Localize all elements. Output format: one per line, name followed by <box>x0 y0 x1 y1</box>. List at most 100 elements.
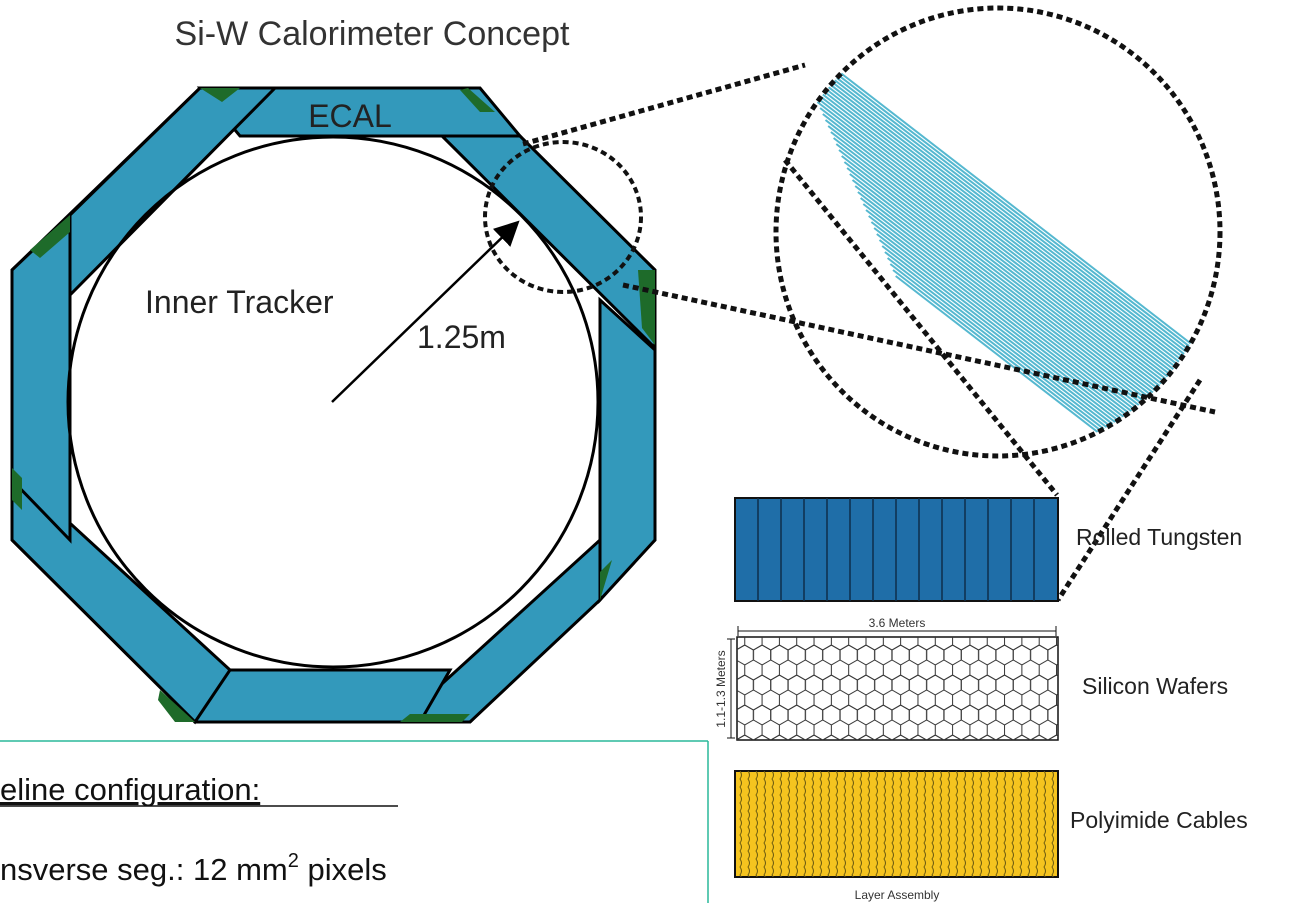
cable-wave <box>779 771 782 877</box>
tungsten-stripe <box>830 131 1220 456</box>
cable-wave <box>739 771 742 877</box>
baseline-item-suffix: pixels <box>299 852 387 887</box>
tungsten-stripe <box>851 179 1220 456</box>
cable-wave <box>819 771 822 877</box>
width-dimension <box>737 626 1057 636</box>
cable-wave <box>771 771 774 877</box>
tungsten-stripe <box>878 239 1220 456</box>
cable-wave <box>995 771 998 877</box>
baseline-item-prefix: nsverse seg.: 12 mm <box>0 852 288 887</box>
zoom-detail-ellipse <box>773 5 1223 459</box>
radius-arrow <box>331 220 520 403</box>
ecal-module-right <box>598 296 657 604</box>
cable-wave <box>1051 771 1054 877</box>
cable-wave <box>915 771 918 877</box>
tungsten-stripe <box>824 119 1220 456</box>
baseline-box <box>0 740 709 903</box>
cable-wave <box>891 771 894 877</box>
cable-wave <box>867 771 870 877</box>
cable-wave <box>1035 771 1038 877</box>
cable-wave <box>795 771 798 877</box>
cable-wave <box>827 771 830 877</box>
cable-wave <box>859 771 862 877</box>
cable-wave <box>1011 771 1014 877</box>
layer-label-silicon: Silicon Wafers <box>1082 673 1228 699</box>
baseline-item: nsverse seg.: 12 mm2 pixels <box>0 850 387 887</box>
tungsten-stripe <box>849 173 1220 456</box>
tungsten-stripe <box>803 71 1220 413</box>
assembly-caption: Layer Assembly <box>855 888 940 902</box>
layer-label-tungsten: Rolled Tungsten <box>1076 524 1242 550</box>
tungsten-stripe <box>859 197 1220 456</box>
cable-wave <box>883 771 886 877</box>
tungsten-stripe <box>846 167 1220 456</box>
tungsten-stripe <box>868 215 1220 456</box>
tungsten-stripe <box>811 89 1220 431</box>
tungsten-stripe <box>835 143 1220 456</box>
tungsten-stripe <box>832 137 1220 456</box>
cable-wave <box>811 771 814 877</box>
baseline-heading: eline configuration: <box>0 772 260 807</box>
cable-wave <box>747 771 750 877</box>
cable-wave <box>1027 771 1030 877</box>
ecal-label: ECAL <box>308 98 392 134</box>
cable-wave <box>987 771 990 877</box>
cable-block <box>734 770 1059 878</box>
diagram-title: Si-W Calorimeter Concept <box>175 15 570 53</box>
cable-wave <box>963 771 966 877</box>
tungsten-stripe <box>870 221 1220 456</box>
tungsten-stripe <box>800 65 1220 407</box>
radius-label: 1.25m <box>417 319 506 355</box>
cable-wave <box>835 771 838 877</box>
cable-wave <box>851 771 854 877</box>
tungsten-stripe <box>792 47 1220 389</box>
cable-wave <box>787 771 790 877</box>
cable-wave <box>1043 771 1046 877</box>
tungsten-stripe <box>854 185 1220 456</box>
inner-tracker-label: Inner Tracker <box>145 284 334 320</box>
baseline-item-superscript: 2 <box>288 850 299 872</box>
cable-wave <box>947 771 950 877</box>
tungsten-stripe <box>814 95 1220 437</box>
silicon-wafers-layer <box>736 636 1059 741</box>
cable-wave <box>875 771 878 877</box>
height-dimension <box>727 638 735 739</box>
tungsten-stripe <box>819 107 1220 449</box>
cable-wave <box>755 771 758 877</box>
inner-tracker-circle <box>66 135 600 669</box>
cable-wave <box>931 771 934 877</box>
cable-wave <box>803 771 806 877</box>
tungsten-stripe <box>873 227 1220 456</box>
cable-wave <box>923 771 926 877</box>
tungsten-stripe <box>787 35 1220 377</box>
cable-wave <box>899 771 902 877</box>
cable-wave <box>979 771 982 877</box>
tungsten-stripe <box>838 149 1220 456</box>
cable-wave <box>843 771 846 877</box>
cable-wave <box>763 771 766 877</box>
cable-waves <box>739 771 1054 877</box>
tungsten-stripe <box>857 191 1220 456</box>
tungsten-stripe <box>862 203 1220 456</box>
width-dimension-label: 3.6 Meters <box>869 616 926 630</box>
tungsten-stripe <box>784 29 1220 371</box>
tungsten-dividers <box>757 498 1035 601</box>
ecal-octagon <box>10 86 657 725</box>
cable-wave <box>907 771 910 877</box>
zoom-connectors <box>522 62 1216 602</box>
cable-wave <box>1019 771 1022 877</box>
layer-label-cables: Polyimide Cables <box>1070 807 1248 833</box>
ecal-green-edges <box>12 88 655 722</box>
cable-wave <box>1003 771 1006 877</box>
height-dimension-label: 1.1-1.3 Meters <box>714 650 728 727</box>
tungsten-stripe <box>795 53 1220 395</box>
tungsten-stripe <box>865 209 1220 456</box>
rolled-tungsten-layer <box>734 497 1059 602</box>
cable-wave <box>971 771 974 877</box>
polyimide-cables-layer <box>734 770 1059 878</box>
cable-wave <box>939 771 942 877</box>
tungsten-stripe <box>876 233 1220 456</box>
zoom-source-ellipse <box>483 140 643 294</box>
tungsten-stripe <box>789 41 1220 383</box>
